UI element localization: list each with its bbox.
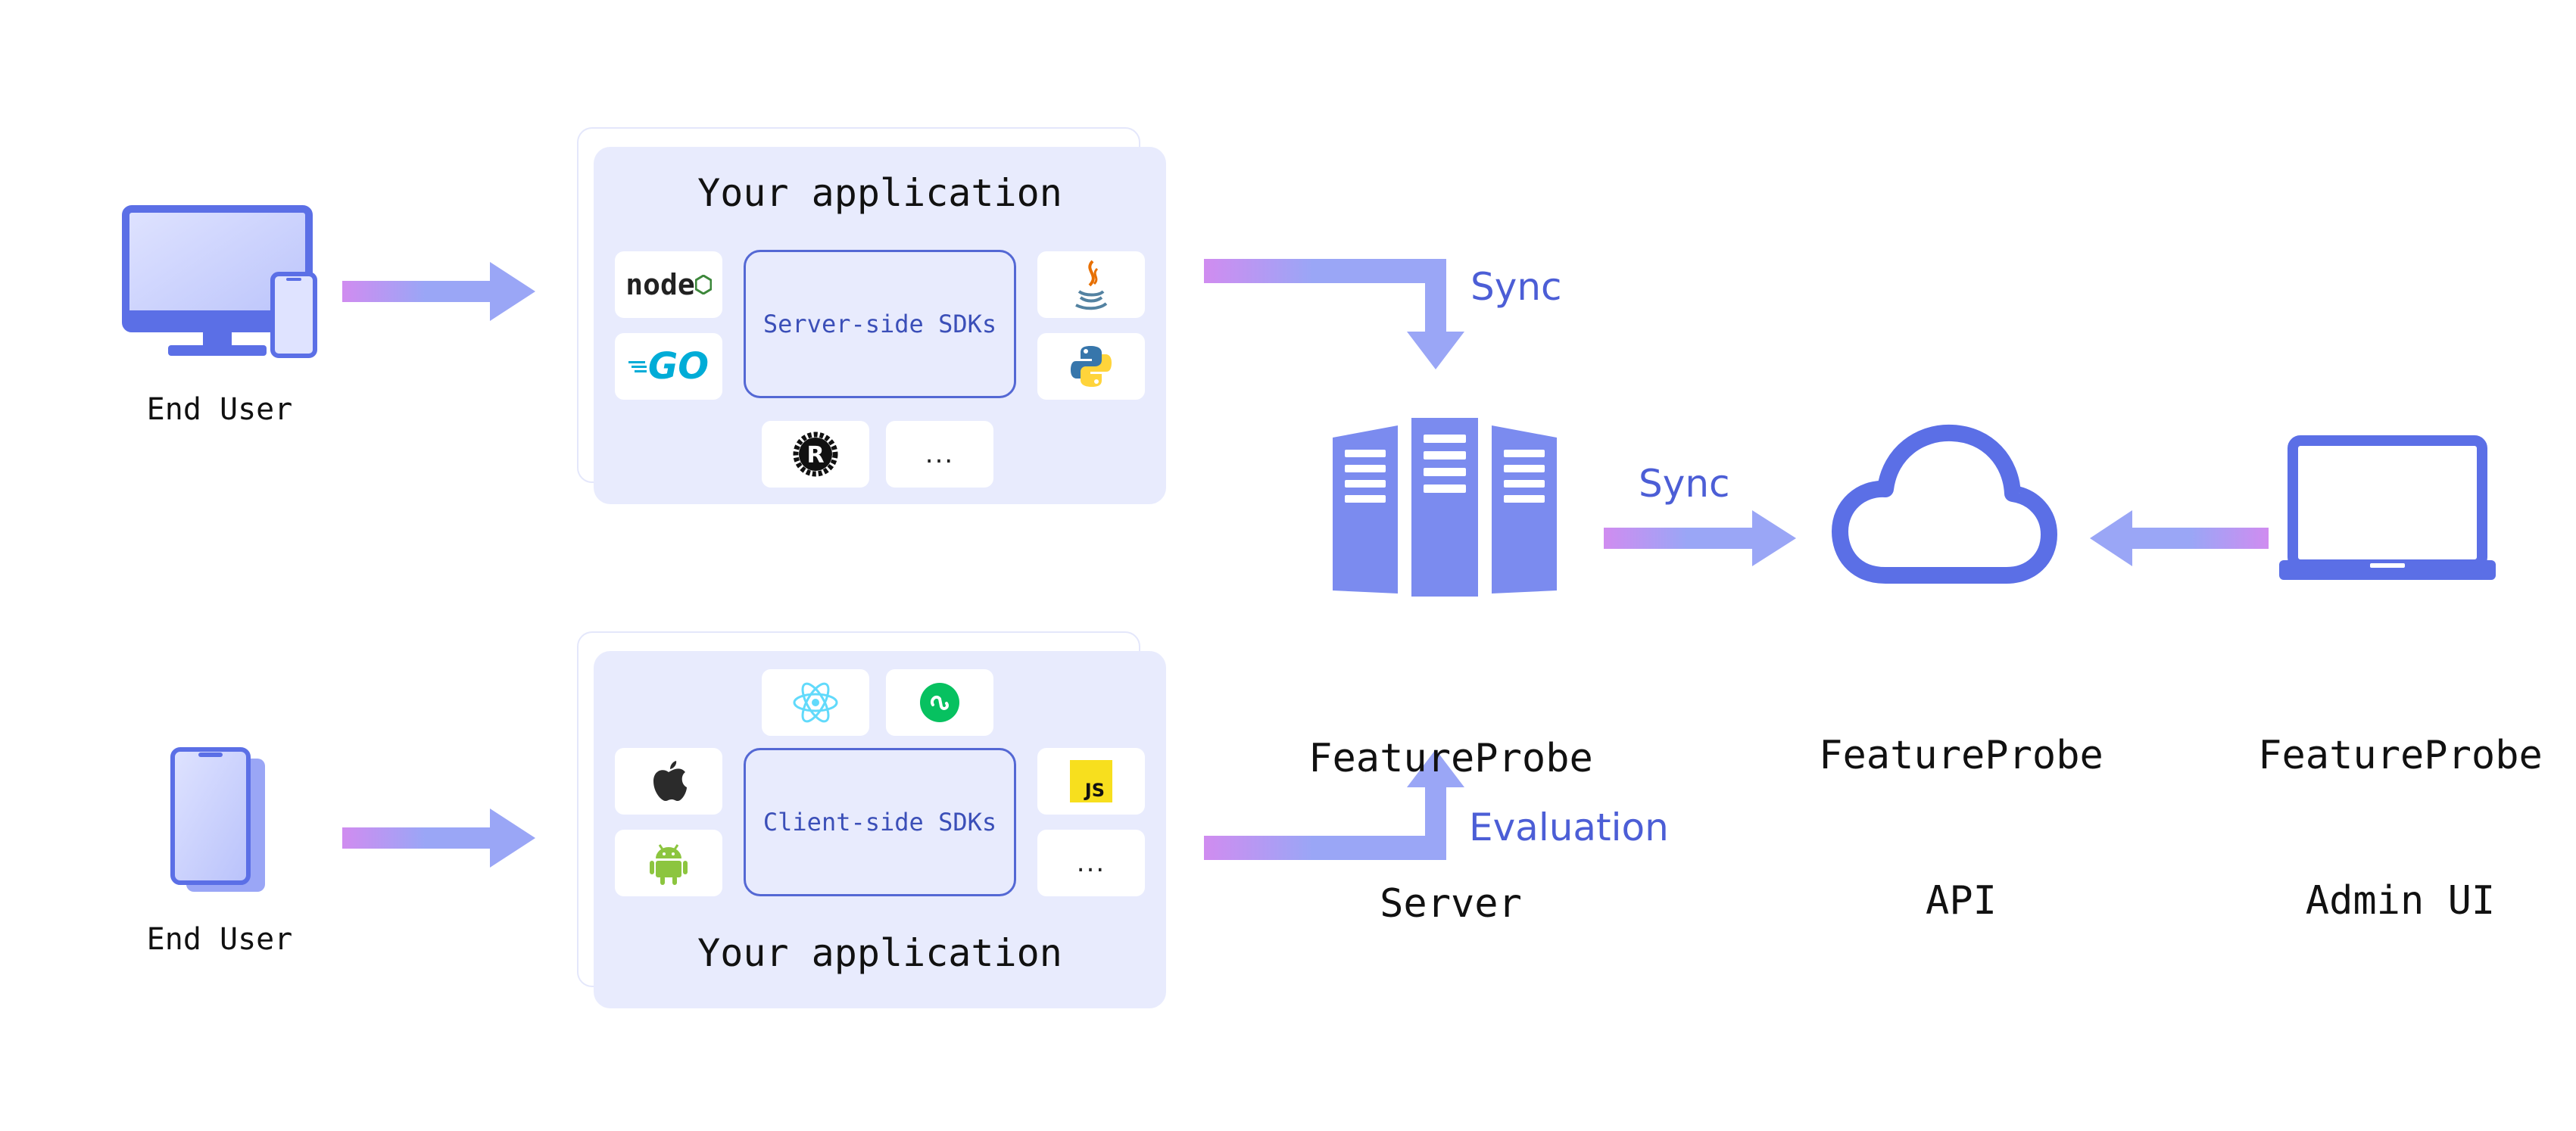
python-tile xyxy=(1037,333,1145,400)
go-logo-icon: GO xyxy=(647,345,709,388)
miniprogram-tile xyxy=(886,669,993,736)
rust-logo-icon: R xyxy=(793,432,838,477)
fp-server-label: FeatureProbe Server xyxy=(1292,637,1610,1025)
go-tile: GO xyxy=(615,333,722,400)
nodejs-tile: node xyxy=(615,251,722,318)
android-logo-icon xyxy=(650,844,688,885)
more-sdks-tile-client: ... xyxy=(1037,830,1145,896)
svg-text:R: R xyxy=(806,442,824,469)
arrow-user-to-client-app xyxy=(342,809,535,868)
mobile-phone-icon xyxy=(170,747,265,892)
client-side-sdks-box: Client-side SDKs xyxy=(744,748,1016,896)
server-rack-icon xyxy=(1333,418,1557,597)
more-icon: ... xyxy=(1076,848,1106,878)
arrow-client-app-to-fp-server xyxy=(1204,749,1464,860)
fp-server-label-line2: Server xyxy=(1380,881,1522,927)
miniprogram-logo-icon xyxy=(920,683,959,722)
apple-logo-icon xyxy=(653,761,687,801)
react-logo-icon xyxy=(793,682,838,723)
more-icon: ... xyxy=(925,439,955,469)
more-sdks-tile-server: ... xyxy=(886,421,993,488)
rust-tile: R xyxy=(762,421,869,488)
fp-api-label-line1: FeatureProbe xyxy=(1819,733,2104,778)
sync-label-top: Sync xyxy=(1470,265,1562,309)
server-app-panel: Your application node GO Server-side SDK… xyxy=(594,147,1166,504)
android-tile xyxy=(615,830,722,896)
svg-text:JS: JS xyxy=(1084,780,1105,801)
java-logo-icon xyxy=(1075,260,1108,310)
fp-api-label: FeatureProbe API xyxy=(1802,634,2120,1022)
laptop-icon xyxy=(2279,435,2496,580)
cloud-icon xyxy=(1832,424,2057,584)
server-side-sdks-box: Server-side SDKs xyxy=(744,250,1016,398)
go-speed-lines-icon xyxy=(628,361,647,372)
fp-api-label-line2: API xyxy=(1926,878,1997,924)
arrow-fp-server-to-api xyxy=(1604,510,1796,566)
fp-admin-label-line1: FeatureProbe xyxy=(2258,733,2543,778)
sync-label-middle: Sync xyxy=(1639,462,1730,506)
desktop-monitor-icon xyxy=(122,205,317,358)
client-app-panel: Client-side SDKs JS ... Your application xyxy=(594,651,1166,1008)
react-tile xyxy=(762,669,869,736)
fp-admin-label-line2: Admin UI xyxy=(2305,878,2496,924)
nodejs-hexagon-icon xyxy=(694,275,712,294)
java-tile xyxy=(1037,251,1145,318)
fp-server-label-line1: FeatureProbe xyxy=(1308,736,1593,781)
arrow-admin-to-api xyxy=(2090,510,2269,566)
apple-tile xyxy=(615,748,722,815)
server-app-title: Your application xyxy=(697,171,1062,215)
end-user-label-top: End User xyxy=(146,392,293,427)
arrow-server-app-to-fp-server xyxy=(1204,259,1464,369)
javascript-tile: JS xyxy=(1037,748,1145,815)
client-app-title: Your application xyxy=(697,931,1062,975)
arrow-user-to-server-app xyxy=(342,262,535,321)
end-user-label-bottom: End User xyxy=(146,922,293,957)
fp-admin-label: FeatureProbe Admin UI xyxy=(2241,634,2559,1022)
evaluation-label: Evaluation xyxy=(1469,805,1669,849)
python-logo-icon xyxy=(1071,346,1112,387)
javascript-logo-icon: JS xyxy=(1070,760,1112,802)
nodejs-logo-icon: node xyxy=(625,268,695,301)
